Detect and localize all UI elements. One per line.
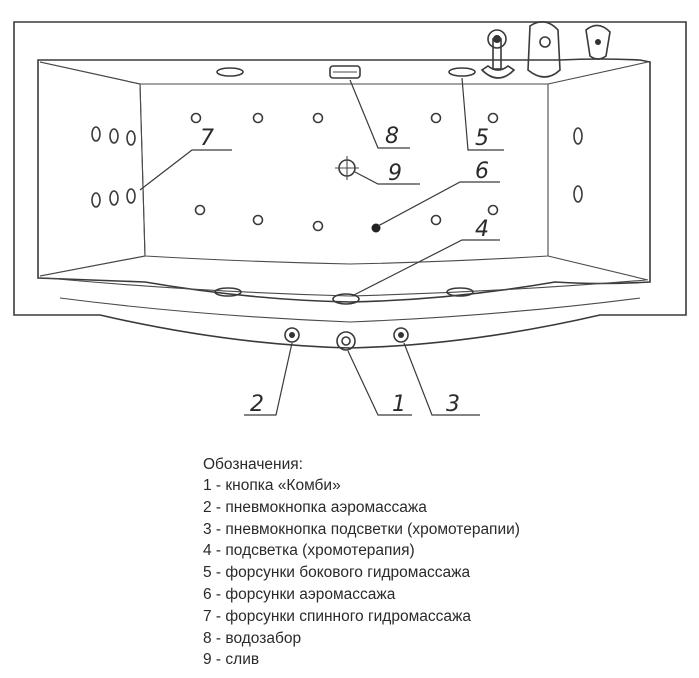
legend-item: 8 - водозабор — [203, 629, 302, 647]
legend-item: 7 - форсунки спинного гидромассажа — [203, 607, 471, 625]
callout-4: 4 — [475, 217, 489, 242]
tub-floor — [139, 83, 549, 265]
legend-item: 6 - форсунки аэромассажа — [203, 585, 396, 603]
legend: Обозначения: 1 - кнопка «Комби» 2 - пнев… — [203, 454, 673, 671]
legend-title: Обозначения: — [203, 456, 303, 473]
leader-2 — [244, 342, 293, 416]
side-nozzle — [573, 185, 583, 203]
legend-item: 1 - кнопка «Комби» — [203, 477, 341, 494]
legend-list: 1 - кнопка «Комби» 2 - пневмокнопка аэро… — [203, 475, 673, 671]
water-intake — [329, 65, 361, 79]
backrest-panel — [39, 61, 146, 277]
legend-item: 9 - слив — [203, 651, 260, 669]
callout-8: 8 — [385, 124, 399, 149]
slope-line — [547, 255, 649, 281]
leader-6 — [377, 181, 500, 227]
tub-outer-rim — [13, 21, 687, 349]
slope-line — [547, 61, 649, 85]
aeromassage-nozzles — [190, 112, 499, 233]
callout-9: 9 — [388, 161, 402, 186]
leader-4 — [351, 239, 500, 297]
callout-5: 5 — [475, 126, 489, 151]
side-nozzle — [573, 127, 583, 145]
leader-9 — [354, 171, 420, 185]
legend-item: 3 - пневмокнопка подсветки (хромотерапии… — [203, 520, 520, 538]
bathtub-diagram: 7 8 5 9 6 4 2 1 3 — [13, 21, 687, 417]
pneumo-button-light — [393, 327, 409, 343]
leader-8 — [349, 79, 410, 149]
side-nozzle — [216, 67, 244, 77]
leader-3 — [403, 342, 480, 416]
chromotherapy-light — [332, 293, 360, 305]
side-nozzle — [446, 287, 474, 297]
callout-3: 3 — [446, 392, 460, 417]
legend-item: 2 - пневмокнопка аэромассажа — [203, 498, 427, 516]
drain — [335, 156, 359, 180]
leader-7 — [139, 149, 232, 191]
callout-2: 2 — [250, 392, 264, 417]
mixer-hardware — [480, 21, 611, 79]
button-combi — [336, 331, 356, 351]
legend-item: 4 - подсветка (хромотерапия) — [203, 542, 415, 560]
pneumo-button-aero — [284, 327, 300, 343]
legend-item: 5 - форсунки бокового гидромассажа — [203, 564, 471, 582]
side-nozzle — [448, 67, 476, 77]
callout-6: 6 — [475, 159, 489, 184]
back-nozzles — [91, 126, 136, 208]
leader-5 — [461, 77, 504, 151]
leader-1 — [347, 350, 412, 416]
callout-7: 7 — [200, 126, 214, 151]
tub-front-skirt — [59, 297, 641, 323]
side-nozzle — [214, 287, 242, 297]
callout-1: 1 — [392, 392, 406, 417]
seat-bench — [45, 277, 647, 297]
tub-inner-bowl — [37, 58, 651, 303]
